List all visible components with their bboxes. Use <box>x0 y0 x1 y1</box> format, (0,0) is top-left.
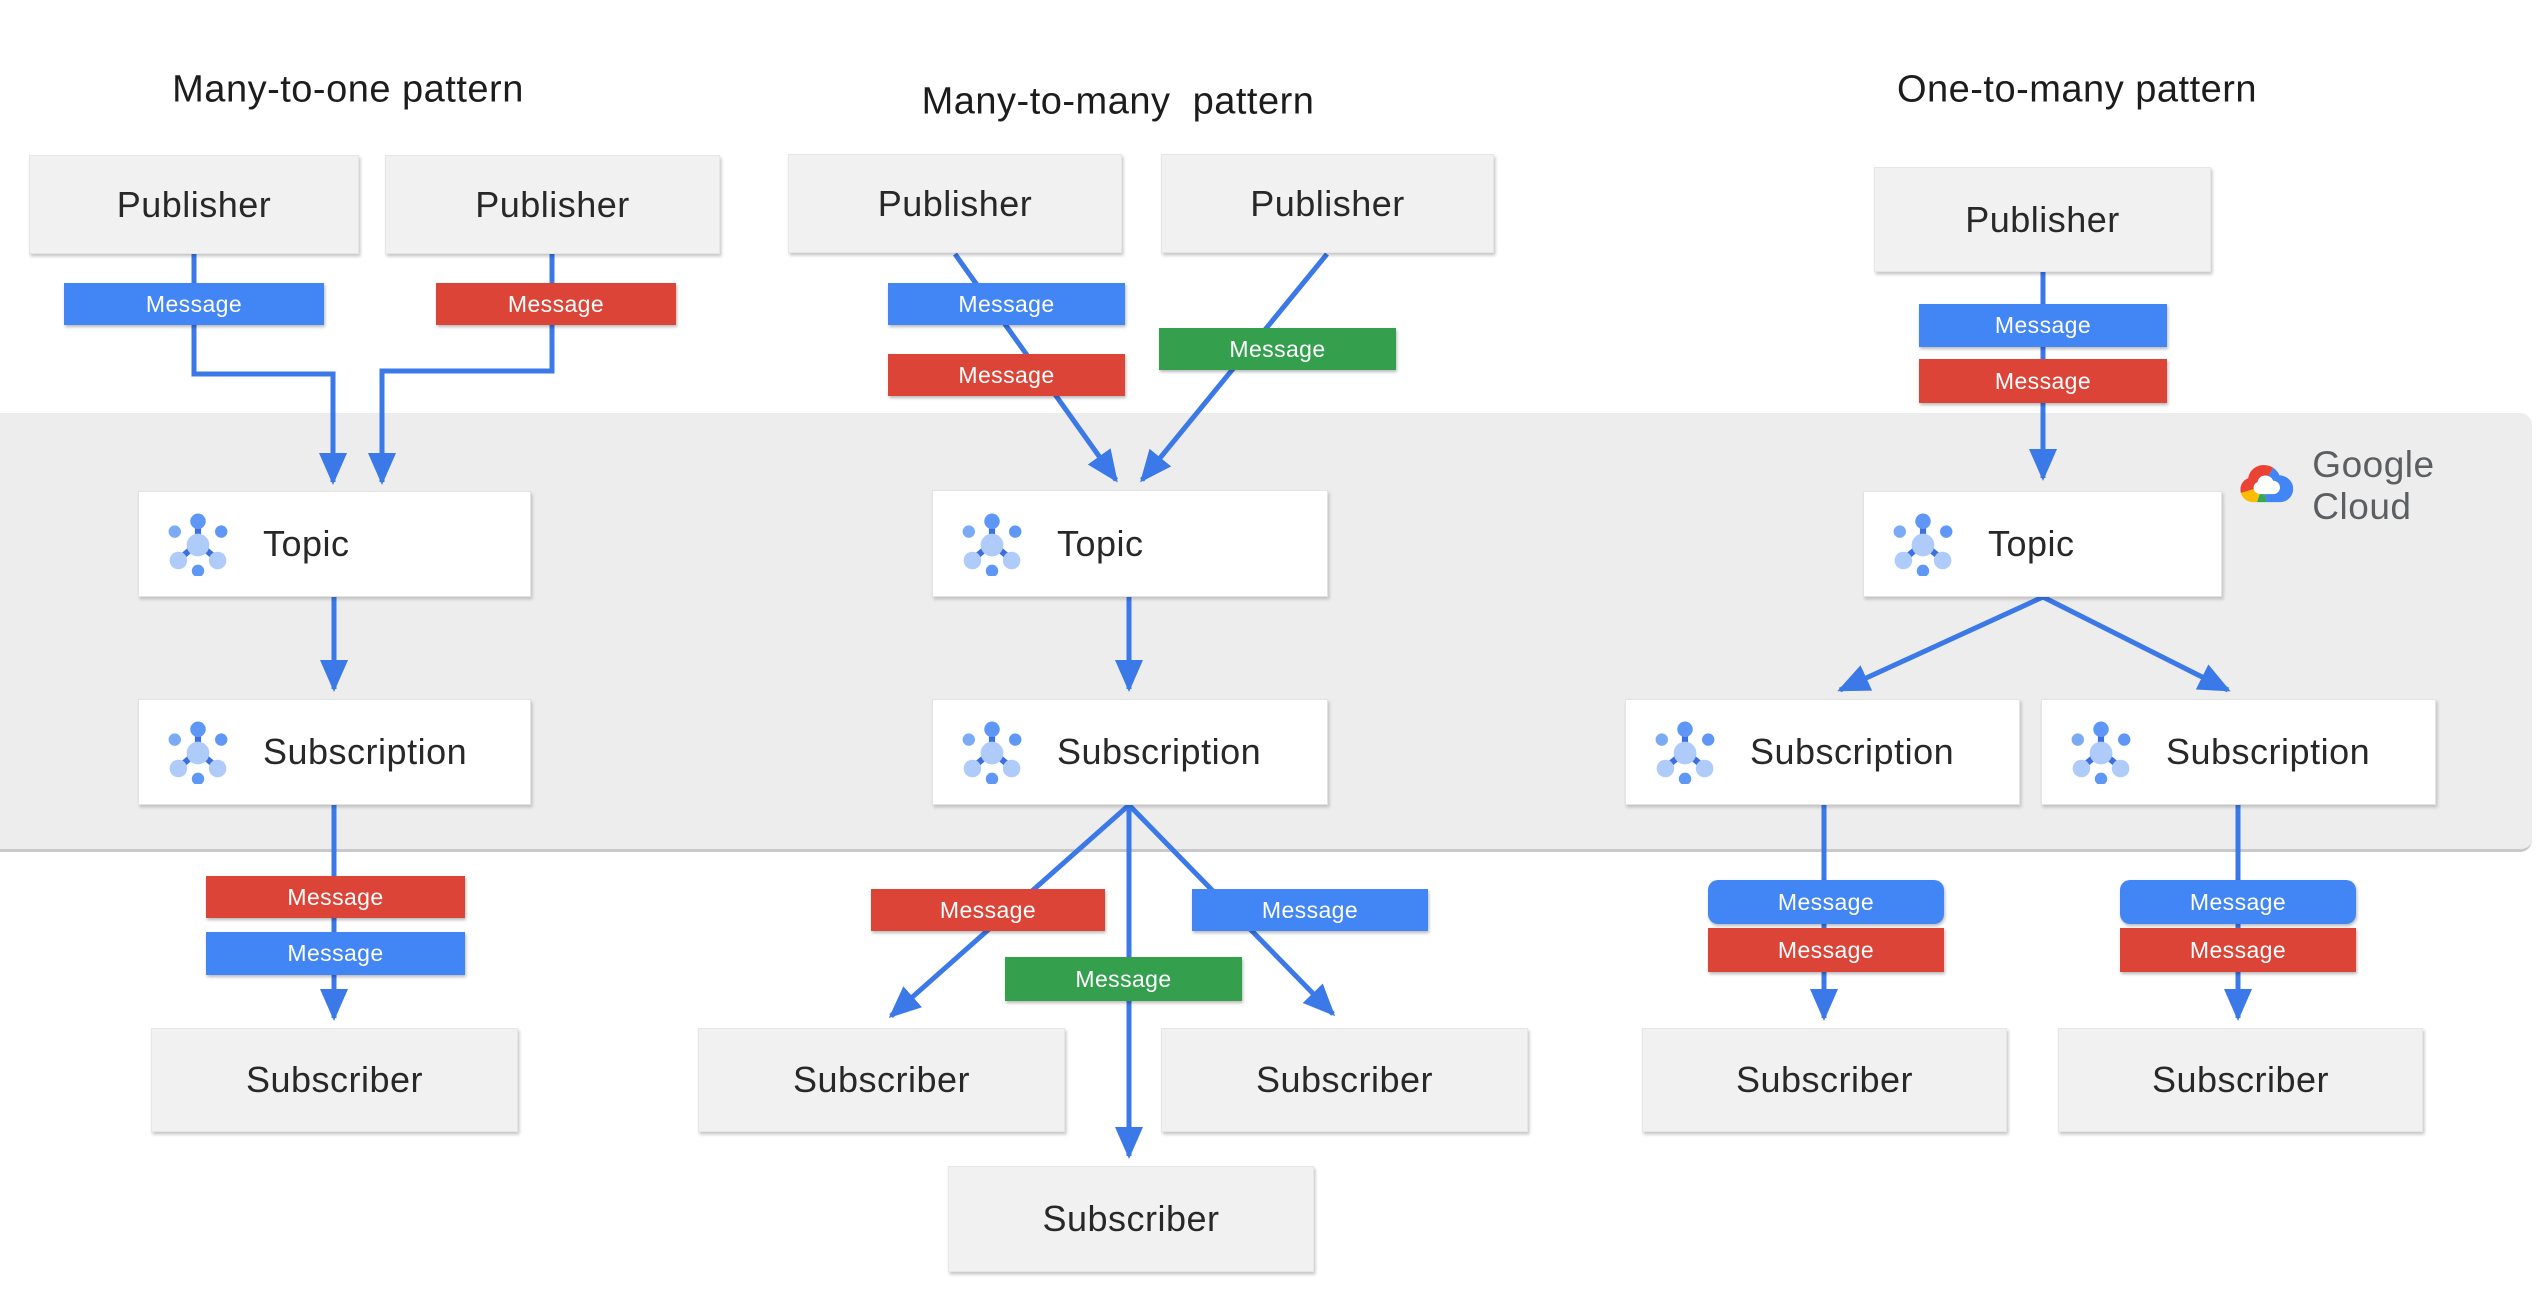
subscriber-3-many-to-many: Subscriber <box>948 1166 1314 1272</box>
pubsub-hub-icon <box>1892 512 1954 576</box>
message-green-out-many-to-many: Message <box>1005 957 1242 1001</box>
pubsub-hub-icon <box>167 512 229 576</box>
message-chip-label: Message <box>2189 888 2287 915</box>
message-chip-label: Message <box>1229 335 1326 362</box>
publisher-2-many-to-many: Publisher <box>1161 154 1494 253</box>
subscriber-1-many-to-many: Subscriber <box>698 1028 1065 1132</box>
message-chip-label: Message <box>1994 312 2092 338</box>
subscriber-2-many-to-many: Subscriber <box>1161 1028 1528 1132</box>
subscriber-many-to-one: Subscriber <box>151 1028 518 1132</box>
topic-one-to-many: Topic <box>1863 491 2222 597</box>
publisher-one-to-many: Publisher <box>1874 167 2211 272</box>
node-label: Publisher <box>1965 198 2120 240</box>
subscription-many-to-one: Subscription <box>138 699 531 805</box>
pubsub-hub-icon <box>961 512 1023 576</box>
message-chip-label: Message <box>145 290 243 317</box>
node-label: Subscriber <box>2151 1059 2330 1100</box>
message-chip-label: Message <box>1075 965 1172 992</box>
subscriber-a-one-to-many: Subscriber <box>1642 1028 2007 1132</box>
message-green-pub2-many-to-many: Message <box>1159 328 1396 370</box>
node-label: Topic <box>1057 522 1144 564</box>
pubsub-hub-icon <box>1654 720 1716 784</box>
message-red-out-many-to-many: Message <box>871 889 1105 931</box>
arrow-topic-to-subscription-a-one-to-many <box>1837 594 2045 693</box>
message-chip-label: Message <box>1994 367 2092 394</box>
topic-many-to-many: Topic <box>932 490 1328 597</box>
subscriber-b-one-to-many: Subscriber <box>2058 1028 2423 1132</box>
message-blue-pub-one-to-many: Message <box>1919 304 2167 347</box>
node-label: Topic <box>1988 523 2075 564</box>
message-red-pub-one-to-many: Message <box>1919 359 2167 403</box>
node-label: Subscription <box>263 731 468 772</box>
title-many-to-many: Many-to-many pattern <box>921 80 1315 123</box>
message-chip-label: Message <box>1261 896 1359 923</box>
node-label: Publisher <box>116 183 272 225</box>
node-label: Subscriber <box>1042 1198 1220 1239</box>
node-label: Topic <box>263 523 350 564</box>
publisher-2-many-to-one: Publisher <box>385 155 720 254</box>
node-label: Subscription <box>1057 731 1262 772</box>
node-label: Subscription <box>1750 731 1955 772</box>
google-cloud-logo-icon <box>2238 462 2296 510</box>
google-cloud-logo-text: Google Cloud <box>2312 444 2435 527</box>
node-label: Subscriber <box>1255 1059 1434 1100</box>
subscription-a-one-to-many: Subscription <box>1625 699 2020 805</box>
subscription-b-one-to-many: Subscription <box>2041 699 2436 805</box>
pubsub-hub-icon <box>961 720 1023 784</box>
node-label: Publisher <box>475 183 630 225</box>
message-blue-pub1-many-to-many: Message <box>888 283 1125 325</box>
message-red-pub2-many-to-one: Message <box>436 283 676 325</box>
node-label: Subscriber <box>245 1059 424 1100</box>
title-many-to-one: Many-to-one pattern <box>172 68 524 111</box>
google-cloud-logo: Google Cloud <box>2238 444 2538 528</box>
message-blue-subb-one-to-many: Message <box>2120 880 2356 924</box>
message-chip-label: Message <box>2189 936 2287 963</box>
message-red-subb-one-to-many: Message <box>2120 928 2356 972</box>
publisher-1-many-to-one: Publisher <box>29 155 359 254</box>
message-red-suba-one-to-many: Message <box>1708 928 1944 972</box>
publisher-1-many-to-many: Publisher <box>788 154 1122 253</box>
message-chip-label: Message <box>287 940 384 966</box>
message-chip-label: Message <box>958 290 1055 317</box>
node-label: Publisher <box>1250 182 1405 224</box>
topic-many-to-one: Topic <box>138 491 531 597</box>
node-label: Publisher <box>877 182 1033 224</box>
node-label: Subscription <box>2166 731 2371 772</box>
title-one-to-many: One-to-many pattern <box>1896 68 2258 111</box>
message-chip-label: Message <box>1777 888 1875 915</box>
message-blue-pub1-many-to-one: Message <box>64 283 324 325</box>
message-red-pub1-many-to-many: Message <box>888 354 1125 396</box>
node-label: Subscriber <box>792 1059 971 1100</box>
message-chip-label: Message <box>507 290 605 317</box>
message-blue-out-many-to-many: Message <box>1192 889 1428 931</box>
arrow-topic-to-subscription-b-one-to-many <box>2041 594 2231 693</box>
node-label: Subscriber <box>1735 1059 1914 1100</box>
message-chip-label: Message <box>287 883 384 910</box>
message-chip-label: Message <box>939 896 1037 923</box>
message-chip-label: Message <box>1777 936 1875 963</box>
pubsub-hub-icon <box>2070 720 2132 784</box>
message-blue-suba-one-to-many: Message <box>1708 880 1944 924</box>
pubsub-hub-icon <box>167 720 229 784</box>
message-blue-sub-many-to-one: Message <box>206 932 465 975</box>
message-chip-label: Message <box>958 361 1055 388</box>
message-red-sub-many-to-one: Message <box>206 876 465 918</box>
subscription-many-to-many: Subscription <box>932 699 1328 805</box>
